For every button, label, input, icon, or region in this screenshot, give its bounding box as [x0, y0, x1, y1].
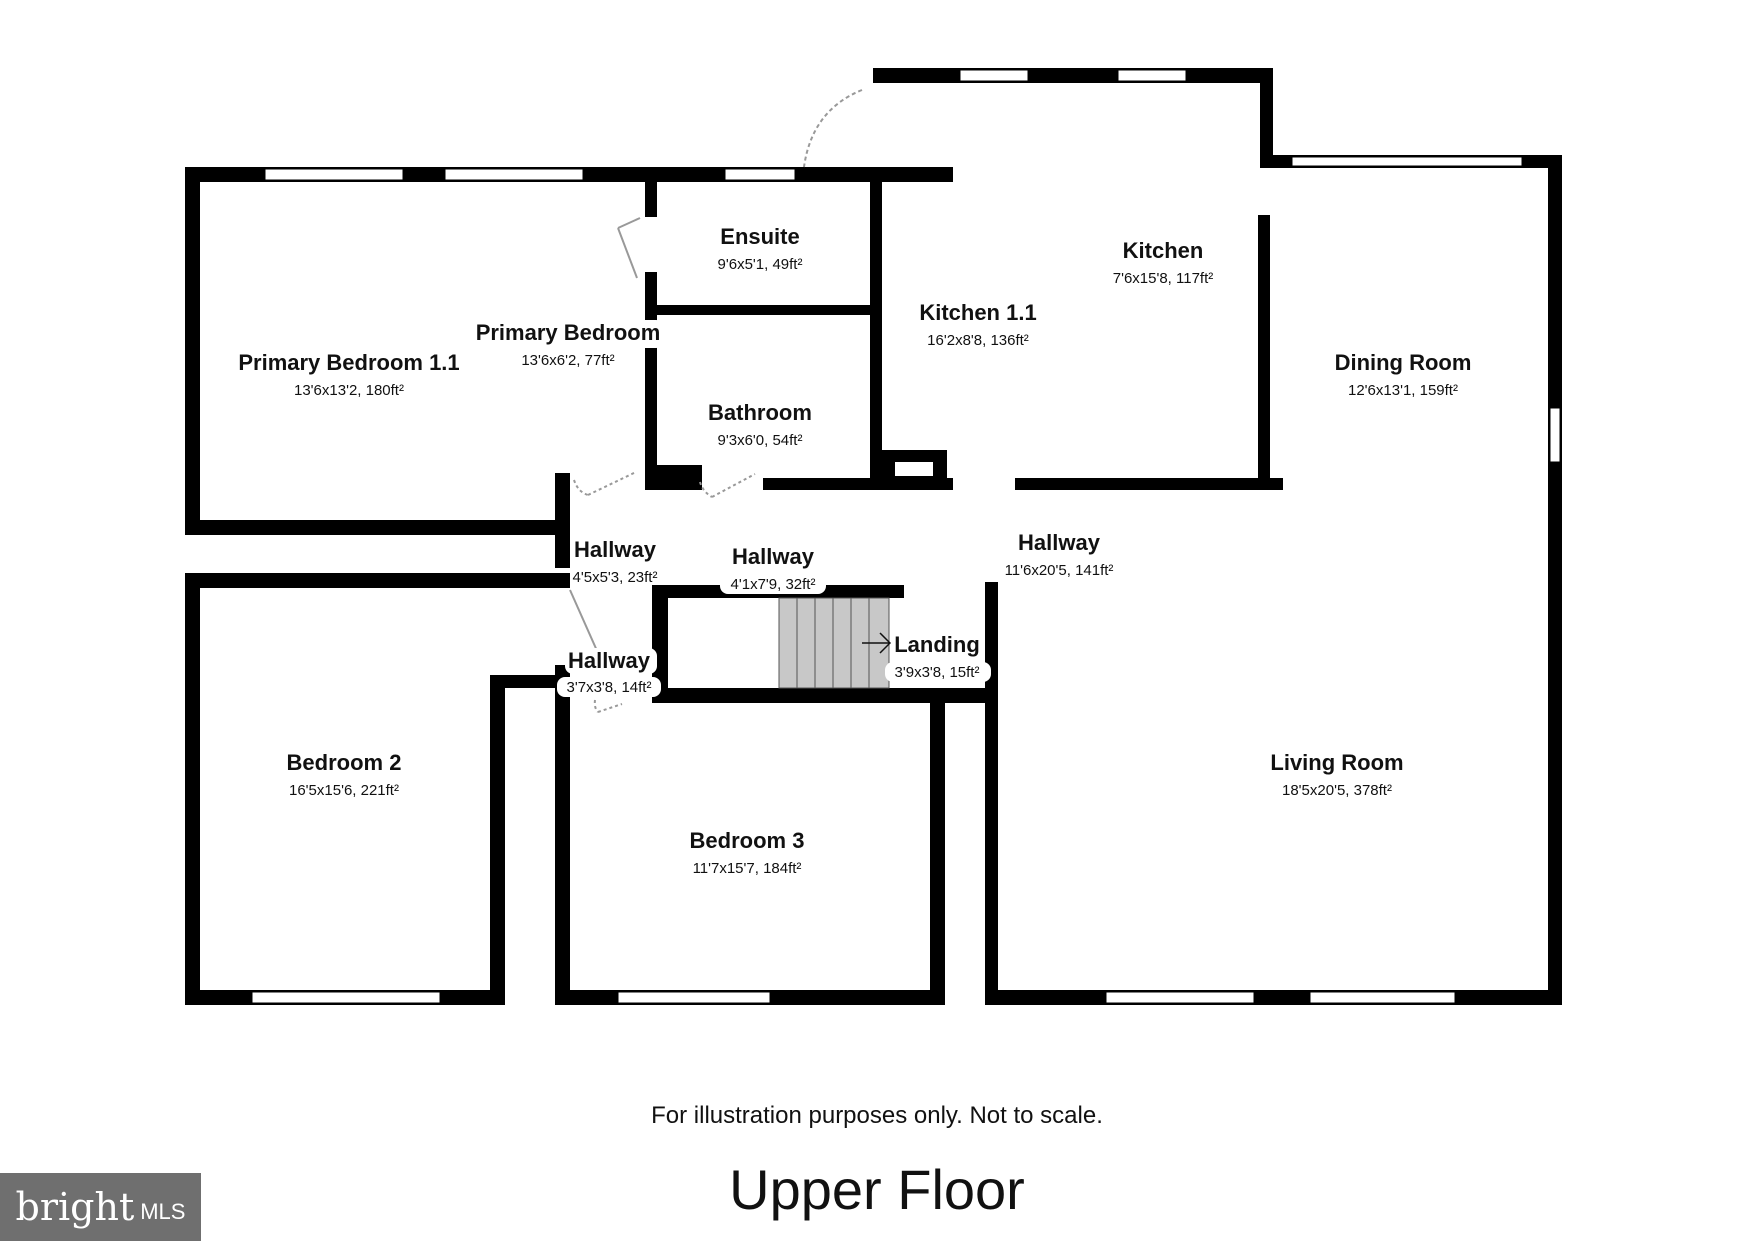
door: [617, 217, 641, 279]
stair-arrow-icon: [862, 632, 892, 654]
wall: [1260, 68, 1273, 160]
window: [724, 168, 796, 181]
room-dims: 16'5x15'6, 221ft²: [289, 782, 399, 799]
room-dims: 9'6x5'1, 49ft²: [718, 256, 803, 273]
wall: [985, 582, 998, 1005]
wall: [990, 990, 1562, 1005]
door: [573, 471, 637, 496]
wall: [645, 167, 657, 217]
room-name: Hallway: [1018, 530, 1101, 555]
room-name: Hallway: [732, 544, 815, 569]
room-dims: 7'6x15'8, 117ft²: [1113, 270, 1214, 287]
label-bg: [720, 574, 826, 594]
window: [1309, 991, 1456, 1004]
wall: [930, 695, 945, 1005]
door: [699, 473, 756, 498]
room-dims: 12'6x13'1, 159ft²: [1348, 382, 1458, 399]
room-name: Kitchen 1.1: [919, 300, 1036, 325]
label-bg: [557, 677, 661, 697]
window: [1105, 991, 1255, 1004]
wall: [555, 665, 570, 1005]
room-dims: 3'7x3'8, 14ft²: [567, 679, 652, 696]
window: [264, 168, 404, 181]
disclaimer-caption: For illustration purposes only. Not to s…: [651, 1102, 1103, 1129]
stairs: [778, 597, 892, 689]
wall: [490, 675, 570, 688]
door-swing: [803, 89, 863, 168]
doors: [569, 89, 863, 713]
wall: [1258, 215, 1270, 485]
wall: [652, 688, 985, 703]
room-name: Landing: [894, 632, 980, 657]
room-dims: 18'5x20'5, 378ft²: [1282, 782, 1392, 799]
room-name: Ensuite: [720, 224, 799, 249]
window: [1117, 69, 1187, 82]
room-dims: 13'6x13'2, 180ft²: [294, 382, 404, 399]
logo-suffix: MLS: [140, 1199, 186, 1224]
label-bg: [885, 662, 991, 682]
room-name: Kitchen: [1123, 238, 1204, 263]
wall: [185, 520, 563, 535]
wall: [490, 675, 505, 1005]
windows: [251, 69, 1561, 1004]
room-labels: Primary Bedroom 1.1 13'6x13'2, 180ft² Pr…: [238, 224, 1471, 877]
label-bg: [565, 648, 657, 674]
wall: [185, 573, 570, 588]
room-name: Primary Bedroom 1.1: [238, 350, 459, 375]
window: [1291, 156, 1523, 167]
room-name: Bedroom 2: [287, 750, 402, 775]
label-bg: [472, 320, 664, 348]
room-name: Primary Bedroom: [476, 320, 661, 345]
wall: [657, 465, 702, 490]
wall: [870, 175, 882, 490]
floor-title: Upper Floor: [729, 1158, 1025, 1221]
window: [251, 991, 441, 1004]
room-dims: 16'2x8'8, 136ft²: [927, 332, 1029, 349]
window: [617, 991, 771, 1004]
wall: [645, 272, 657, 490]
room-name: Hallway: [574, 537, 657, 562]
window: [1549, 407, 1561, 463]
room-dims: 11'6x20'5, 141ft²: [1005, 562, 1114, 579]
room-name: Dining Room: [1335, 350, 1472, 375]
room-dims: 4'1x7'9, 32ft²: [731, 576, 816, 593]
room-name: Hallway: [568, 648, 651, 673]
wall: [1015, 478, 1283, 490]
room-dims: 11'7x15'7, 184ft²: [693, 860, 802, 877]
room-name: Bathroom: [708, 400, 812, 425]
wall-gap: [895, 462, 933, 476]
walls: [185, 68, 1562, 1005]
wall: [555, 473, 570, 568]
wall: [873, 68, 1273, 83]
wall: [185, 573, 200, 1005]
wall: [657, 305, 878, 315]
room-dims: 13'6x6'2, 77ft²: [521, 352, 614, 369]
bright-mls-logo: bright MLS: [0, 1173, 201, 1241]
label-bg: [892, 632, 984, 658]
room-name: Bedroom 3: [690, 828, 805, 853]
room-dims: 3'9x3'8, 15ft²: [895, 664, 980, 681]
window: [959, 69, 1029, 82]
room-dims: 4'5x5'3, 23ft²: [573, 569, 658, 586]
room-dims: 9'3x6'0, 54ft²: [718, 432, 803, 449]
room-name: Living Room: [1270, 750, 1403, 775]
logo-wordmark: bright: [15, 1185, 135, 1229]
window: [444, 168, 584, 181]
door: [593, 699, 623, 713]
wall: [1548, 155, 1562, 1005]
wall: [185, 167, 200, 535]
